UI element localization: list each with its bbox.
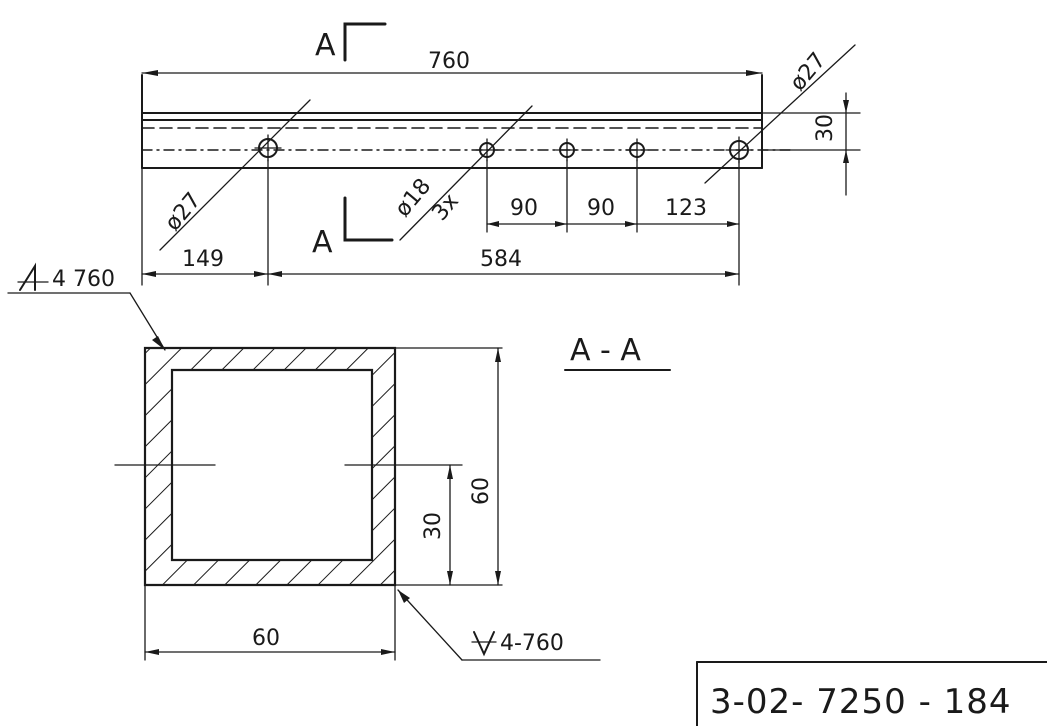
dim-section-height: 60 30 — [394, 347, 503, 586]
leader-hole-end-right-label: ø27 — [785, 48, 831, 96]
hole-mid-1 — [475, 138, 499, 162]
weld-symbol-top: 4 760 — [7, 262, 166, 351]
leader-hole-mid-count: 3x — [427, 189, 464, 226]
hole-end-left — [254, 134, 282, 162]
dim-overall-length-label: 760 — [428, 49, 470, 74]
dim-overall-length: 760 — [141, 49, 763, 76]
dim-height-right-label: 30 — [813, 114, 838, 142]
hole-mid-3 — [625, 138, 649, 162]
dim-section-width: 60 — [144, 584, 396, 661]
title-block: 3-02- 7250 - 184 — [696, 661, 1047, 726]
dim-section-width-label: 60 — [252, 626, 280, 651]
profile-view — [141, 74, 791, 169]
drawing-number: 3-02- 7250 - 184 — [710, 682, 1012, 722]
dim-pitch-2-label: 90 — [587, 196, 615, 221]
weld-bottom-note: 4-760 — [500, 631, 564, 656]
hole-mid-2 — [555, 138, 579, 162]
dim-pitch-3-label: 123 — [665, 196, 707, 221]
weld-top-note: 4 760 — [52, 267, 115, 292]
weld-symbol-bottom: 4-760 — [397, 589, 601, 661]
leader-hole-mid-label: ø18 — [390, 174, 436, 222]
section-title: A - A — [570, 333, 641, 368]
dim-pitch: 90 90 123 — [486, 159, 740, 286]
dim-span-label: 584 — [480, 247, 522, 272]
dim-section-half-label: 30 — [421, 512, 446, 540]
section-mark-top-label: A — [315, 28, 336, 63]
dim-height-right: 30 — [761, 92, 861, 196]
dim-section-height-label: 60 — [469, 477, 494, 505]
section-mark-bottom-label: A — [312, 225, 333, 260]
leader-hole-end-left: ø27 — [159, 99, 311, 251]
dim-left-offset-label: 149 — [182, 247, 224, 272]
dim-offsets: 149 584 — [141, 159, 740, 286]
dim-pitch-1-label: 90 — [510, 196, 538, 221]
section-mark-top: A — [315, 22, 387, 63]
leader-hole-end-left-label: ø27 — [160, 188, 206, 236]
hole-end-right — [725, 136, 753, 164]
section-view — [114, 346, 463, 587]
section-mark-bottom: A — [312, 196, 394, 260]
